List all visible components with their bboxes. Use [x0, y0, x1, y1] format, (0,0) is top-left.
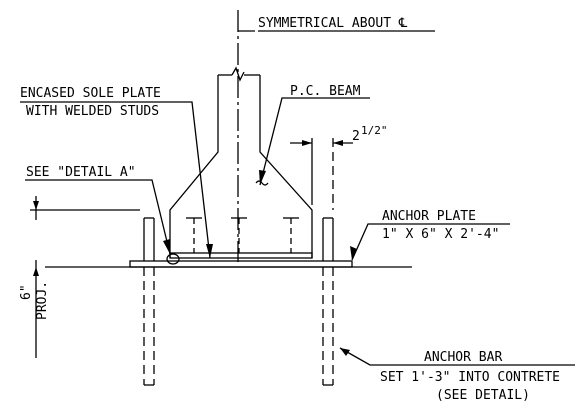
sole-plate-leader [20, 101, 211, 259]
anchor-bar-leader [339, 347, 575, 366]
detail-ref-label: SEE "DETAIL A" [26, 165, 136, 180]
dim-edge-fraction: 1/2" [361, 124, 388, 137]
anchor-plate [129, 260, 353, 268]
sole-plate-label-line2: WITH WELDED STUDS [26, 104, 159, 119]
anchor-plate-label: ANCHOR PLATE [382, 209, 476, 224]
anchor-bar-ref: (SEE DETAIL) [436, 388, 530, 403]
beam-outline [169, 75, 313, 258]
beam-leader [259, 97, 370, 186]
anchor-bar-left [143, 217, 155, 386]
symmetry-label: SYMMETRICAL ABOUT ℄ [258, 16, 408, 31]
beam-break-mark [231, 66, 245, 82]
dim-edge-whole: 2 [352, 129, 360, 144]
anchor-bar-embed: SET 1'-3" INTO CONTRETE [380, 370, 560, 385]
anchor-bar-right [322, 217, 334, 386]
beam-label: P.C. BEAM [290, 84, 361, 99]
anchor-plate-size: 1" X 6" X 2'-4" [382, 227, 499, 242]
detail-a-circle [166, 253, 180, 265]
sole-plate-label-line1: ENCASED SOLE PLATE [20, 86, 161, 101]
beam-squiggle [255, 180, 269, 186]
detail-a-leader [25, 179, 171, 255]
stud [283, 217, 299, 253]
projection-label: PROJ. [35, 281, 50, 320]
stud [186, 217, 202, 253]
anchor-bar-label: ANCHOR BAR [424, 350, 502, 365]
projection-dim: 6" [19, 284, 34, 300]
anchor-plate-leader [351, 223, 510, 261]
sole-plate [169, 252, 313, 259]
stud [231, 217, 247, 253]
